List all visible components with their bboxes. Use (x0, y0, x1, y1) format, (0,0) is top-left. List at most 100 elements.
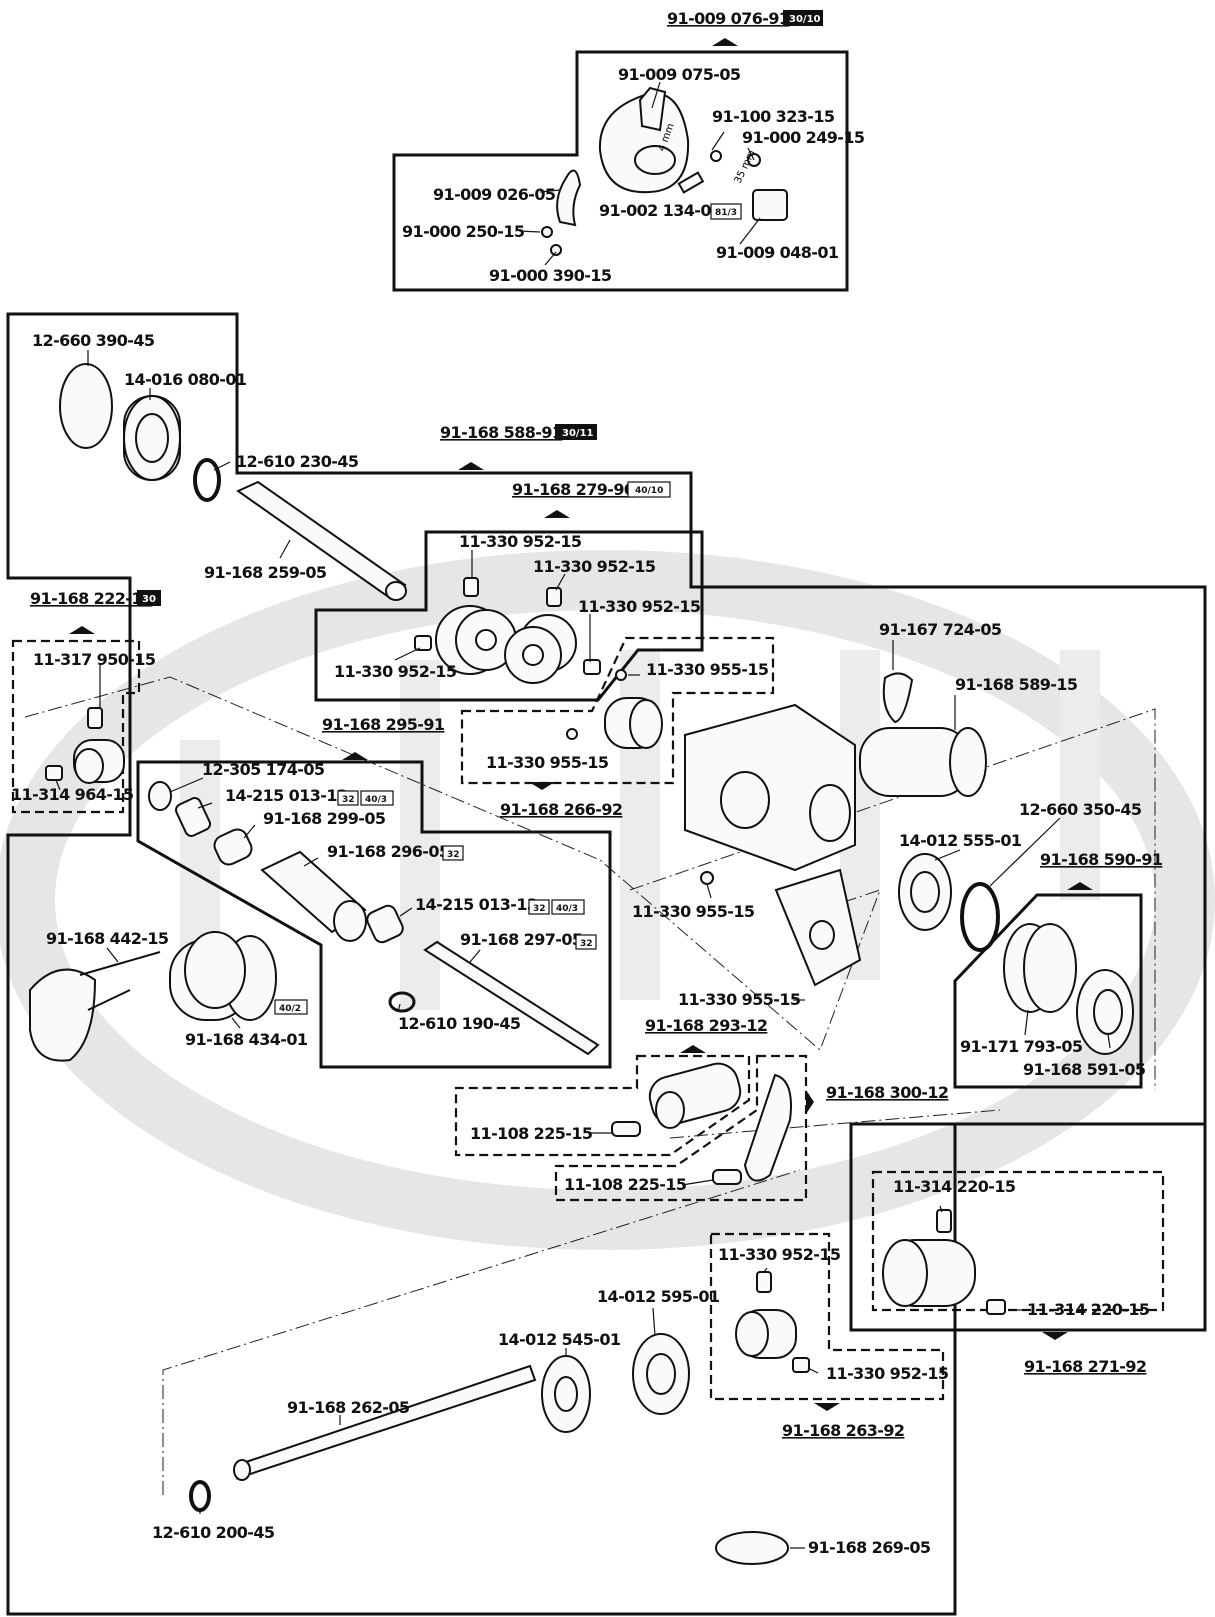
part-label: 91-100 323-15 (712, 107, 835, 126)
assembly-label: 91-009 076-91 (667, 9, 790, 28)
part-label: 14-016 080-01 (124, 370, 247, 389)
badge: 32 (575, 934, 597, 950)
badge-text: 32 (447, 850, 460, 860)
assembly-label: 91-168 588-91 (440, 423, 563, 442)
badge-text: 32 (533, 904, 546, 914)
part-label: 11-330 952-15 (459, 532, 582, 551)
part-label: 11-330 952-15 (533, 557, 656, 576)
assembly-label: 91-168 279-90 (512, 480, 635, 499)
assembly-label: 91-168 271-92 (1024, 1357, 1146, 1376)
part-label: 11-330 952-15 (334, 662, 457, 681)
assembly-label: 91-168 295-91 (322, 715, 445, 734)
part-label: 91-009 075-05 (618, 65, 741, 84)
alignment-lines (24, 676, 1156, 1495)
part-label: 14-012 545-01 (498, 1330, 621, 1349)
badge-text: 32 (342, 795, 355, 805)
badge-text: 30/11 (562, 428, 594, 439)
part-label: 91-168 299-05 (263, 809, 386, 828)
frame-295-91 (136, 760, 612, 1069)
frame-222-11 (11, 639, 141, 814)
part-label: 91-168 434-01 (185, 1030, 308, 1049)
part-label: 91-168 589-15 (955, 675, 1078, 694)
part-label: 11-108 225-15 (470, 1124, 593, 1143)
part-label: 12-660 390-45 (32, 331, 155, 350)
part-label: 91-167 724-05 (879, 620, 1002, 639)
part-label: 14-012 595-01 (597, 1287, 720, 1306)
part-label: 91-168 262-05 (287, 1398, 410, 1417)
part-label: 91-168 591-05 (1023, 1060, 1146, 1079)
part-labels: 91-009 075-05 91-100 323-15 91-000 249-1… (11, 65, 1150, 1557)
badge: 30/11 (555, 424, 597, 440)
part-label: 91-002 134-05 (599, 201, 722, 220)
badge-text: 30/10 (789, 14, 821, 25)
part-label: 91-168 259-05 (204, 563, 327, 582)
badge: 81/3 (710, 203, 742, 220)
assembly-label: 91-168 266-92 (500, 800, 622, 819)
part-label: 11-330 952-15 (578, 597, 701, 616)
frame-271-92 (849, 1122, 1207, 1332)
frame-assembly-top (392, 50, 849, 292)
badge-text: 32 (580, 939, 593, 949)
part-label: 11-330 952-15 (718, 1245, 841, 1264)
part-label: 91-000 390-15 (489, 266, 612, 285)
part-label: 11-314 220-15 (1027, 1300, 1150, 1319)
part-label: 11-108 225-15 (564, 1175, 687, 1194)
frame-300-12 (554, 1054, 808, 1202)
badge: 40/10 (627, 481, 671, 498)
assembly-label: 91-168 293-12 (645, 1016, 767, 1035)
leader-lines (55, 81, 1111, 1549)
frame-293-12 (454, 1054, 751, 1157)
badge: 30 (137, 590, 161, 606)
part-label: 91-168 297-05 (460, 930, 583, 949)
assembly-arrows (69, 38, 1093, 1411)
assembly-label: 91-168 263-92 (782, 1421, 904, 1440)
part-label: 14-215 013-13 (415, 895, 537, 914)
part-label: 12-660 350-45 (1019, 800, 1142, 819)
frame-263-92 (709, 1232, 945, 1401)
badge: 40/3 (360, 790, 394, 806)
part-label: 11-317 950-15 (33, 650, 156, 669)
part-illustrations (29, 86, 1134, 1565)
badge-text: 40/10 (635, 486, 663, 496)
part-label: 11-330 955-15 (632, 902, 755, 921)
badge: 40/2 (274, 999, 308, 1015)
part-label: 12-610 230-45 (236, 452, 359, 471)
watermark (0, 550, 1215, 1250)
assembly-label: 91-168 590-91 (1040, 850, 1163, 869)
badge-text: 40/3 (556, 904, 578, 914)
part-label: 11-314 220-15 (893, 1177, 1016, 1196)
part-label: 91-171 793-05 (960, 1037, 1083, 1056)
part-label: 91-168 442-15 (46, 929, 169, 948)
part-label: 12-305 174-05 (202, 760, 325, 779)
part-label: 11-330 952-15 (826, 1364, 949, 1383)
badge-text: 40/3 (365, 795, 387, 805)
badge-text: 40/2 (279, 1004, 301, 1014)
part-label: 12-610 190-45 (398, 1014, 521, 1033)
assembly-label: 91-168 300-12 (826, 1083, 948, 1102)
part-label: 91-168 296-05 (327, 842, 450, 861)
part-label: 91-000 250-15 (402, 222, 525, 241)
frame-279-90 (314, 530, 704, 702)
part-label: 11-314 964-15 (11, 785, 134, 804)
frame-271-92-inner (871, 1170, 1165, 1312)
badge: 32 (337, 790, 359, 806)
badge: 32 (528, 899, 550, 915)
part-label: 11-330 955-15 (646, 660, 769, 679)
badge: 32 (442, 845, 464, 861)
frame-590-91 (953, 893, 1143, 1089)
badge: 40/3 (551, 899, 585, 915)
assembly-label: 91-168 222-11 (30, 589, 153, 608)
part-label: 91-168 269-05 (808, 1538, 931, 1557)
part-label: 14-215 013-13 (225, 786, 347, 805)
part-label: 91-009 026-05 (433, 185, 556, 204)
badge-text: 30 (142, 594, 156, 605)
part-label: 11-330 955-15 (486, 753, 609, 772)
part-label: 14-012 555-01 (899, 831, 1022, 850)
reference-badges: 81/3 32 40/3 32 32 40/3 32 40/2 (274, 203, 742, 1015)
badge: 30/10 (783, 10, 823, 26)
part-label: 91-000 249-15 (742, 128, 865, 147)
badge-text: 81/3 (715, 208, 737, 218)
part-label: 11-330 955-15 (678, 990, 801, 1009)
part-label: 91-009 048-01 (716, 243, 839, 262)
